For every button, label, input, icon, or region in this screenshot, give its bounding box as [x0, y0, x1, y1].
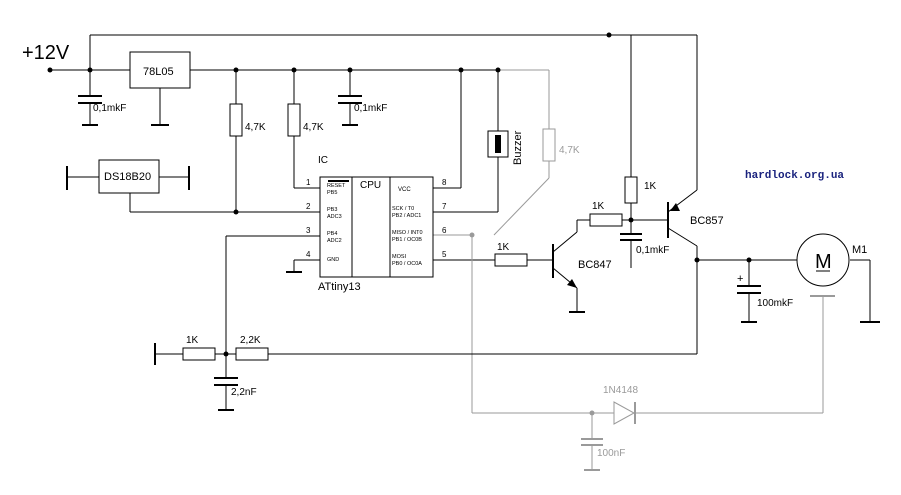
pin-4-number: 4 [306, 250, 311, 259]
pin-3-number: 3 [306, 226, 311, 235]
filter-capacitor [214, 354, 238, 411]
watermark-url: hardlock.org.ua [745, 170, 844, 182]
pullup-resistor-1 [229, 70, 243, 212]
pin-6-number: 6 [442, 226, 447, 235]
sense-diode [613, 401, 636, 425]
motor-sense-path [471, 235, 824, 414]
buzzer [433, 70, 509, 213]
filter-capacitor-label: 2,2nF [231, 387, 257, 398]
pin-6-alt: PB1 / OC0B [392, 237, 422, 243]
microcontroller-part: ATtiny13 [318, 281, 361, 293]
motor-symbol: M [815, 251, 832, 273]
pin-7-name: SCK / T0 [392, 206, 414, 212]
supply-capacitor-5v-label: 0,1mkF [354, 103, 387, 114]
microcontroller-ground [286, 259, 320, 273]
pnp-capacitor-label: 0,1mkF [636, 245, 669, 256]
motor-capacitor-polarity: + [737, 273, 743, 285]
buzzer-label: Buzzer [512, 130, 524, 165]
npn-transistor-label: BC847 [578, 259, 612, 271]
supply-terminal[interactable] [47, 67, 53, 73]
divider-resistor-label: 2,2K [240, 335, 261, 346]
supply-wiring [50, 34, 698, 190]
npn-base-resistor-label: 1K [497, 242, 510, 253]
pin-1-number: 1 [306, 178, 311, 187]
pin-2-number: 2 [306, 202, 311, 211]
pullup-resistor-1-label: 4,7K [245, 122, 266, 133]
microcontroller-ref: IC [318, 155, 328, 166]
input-capacitor [78, 70, 102, 126]
pin-1-name: RESET [327, 183, 346, 189]
input-capacitor-label: 0,1mkF [93, 103, 126, 114]
pin-7-alt: PB2 / ADC1 [392, 213, 421, 219]
supply-capacitor-5v [338, 70, 362, 126]
pin-6-name: MISO / INT0 [392, 230, 423, 236]
input-resistor-label: 1K [186, 335, 199, 346]
motor-capacitor [737, 260, 761, 323]
motor-wiring [697, 259, 880, 323]
supply-label: +12V [22, 42, 70, 64]
pin-2-name: PB3 [327, 207, 337, 213]
motor-capacitor-label: 100mkF [757, 298, 793, 309]
sense-diode-label: 1N4148 [603, 385, 638, 396]
pnp-transistor [667, 189, 698, 354]
pnp-base-resistor-label: 1K [592, 201, 605, 212]
pin-5-number: 5 [442, 250, 447, 259]
pin-8-number: 8 [442, 178, 447, 187]
junction-dots [87, 32, 752, 416]
pullup-resistor-2 [287, 70, 320, 189]
pnp-base-resistor [577, 213, 668, 227]
pin-5-alt: PB0 / OC0A [392, 261, 422, 267]
optional-pullup-resistor [433, 69, 556, 236]
pin-7-number: 7 [442, 202, 447, 211]
microcontroller [319, 176, 434, 278]
optional-pullup-resistor-label: 4,7K [559, 145, 580, 156]
pin-5-name: MOSI [392, 254, 407, 260]
analog-input-wiring [225, 235, 320, 354]
microcontroller-vcc: VCC [398, 187, 411, 193]
regulator-label: 78L05 [143, 66, 174, 78]
pin-2-alt: ADC3 [327, 214, 342, 220]
pin-3-alt: ADC2 [327, 238, 342, 244]
pin-1-alt: PB5 [327, 190, 337, 196]
sense-capacitor-label: 100nF [597, 448, 625, 459]
pullup-resistor-2-label: 4,7K [303, 122, 324, 133]
pin-4-name: GND [327, 257, 339, 263]
input-divider [154, 343, 697, 365]
pnp-bias-resistor-label: 1K [644, 181, 657, 192]
temperature-sensor-label: DS18B20 [104, 171, 151, 183]
sense-capacitor [581, 413, 603, 471]
npn-transistor [552, 220, 585, 313]
vcc-wiring [433, 70, 462, 189]
motor-ref: M1 [852, 244, 867, 256]
npn-base-resistor [433, 253, 553, 267]
pin-3-name: PB4 [327, 231, 337, 237]
temperature-sensor [66, 159, 320, 213]
pnp-transistor-label: BC857 [690, 215, 724, 227]
microcontroller-cpu: CPU [360, 180, 381, 191]
regulator-ground [151, 88, 169, 126]
